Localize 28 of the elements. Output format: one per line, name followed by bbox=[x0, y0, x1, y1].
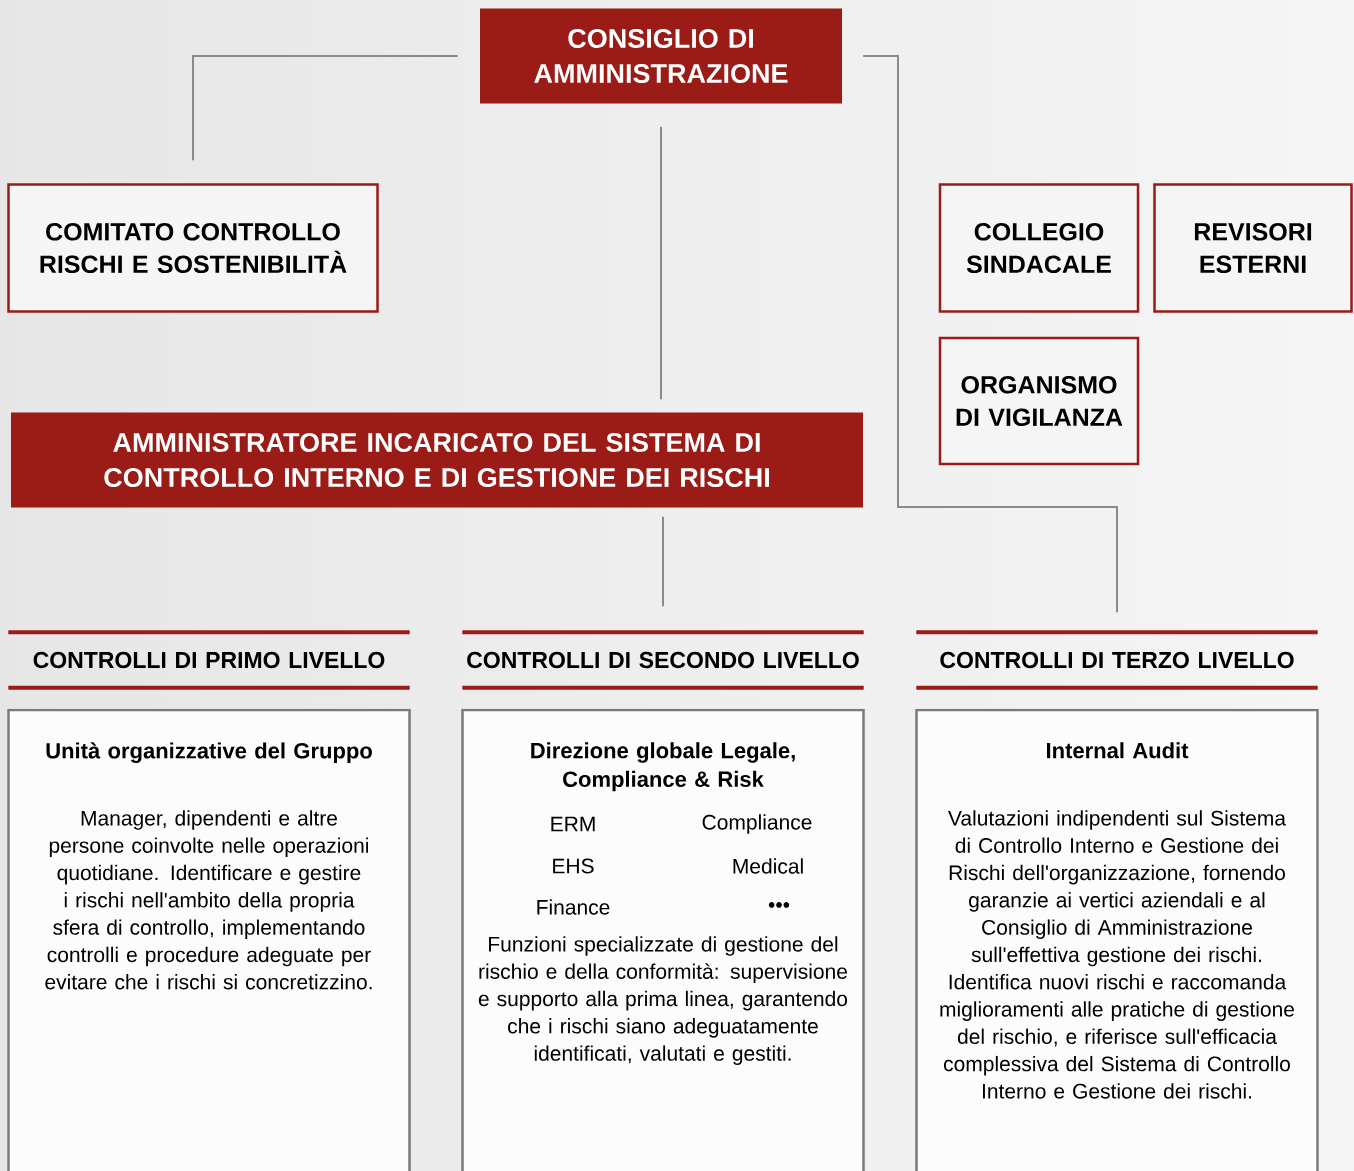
title-box: CONSIGLIO DI AMMINISTRAZIONE bbox=[480, 8, 842, 104]
level-header: CONTROLLI DI SECONDO LIVELLO bbox=[462, 630, 864, 690]
panel bbox=[461, 708, 865, 1171]
function-label: EHS bbox=[553, 858, 594, 874]
connector-line bbox=[862, 55, 1118, 614]
level-header: CONTROLLI DI PRIMO LIVELLO bbox=[8, 630, 410, 690]
description-text: Valutazioni indipendenti sul Sistema di Controllo Interno e Gestione dei Rischi dell'organizzazione, fornendo garanzie ai vertici aziendali e al Consiglio di Amministrazione sull'effettiva gestione dei rischi. Identifica nuovi rischi e raccomanda miglioramenti alle pratiche di gestione del rischio, e riferisce sull'efficacia complessiva del Sistema di Controllo Interno e Gestione dei rischi. bbox=[940, 810, 1294, 1099]
panel-heading: Internal Audit bbox=[1047, 742, 1189, 759]
function-label: ••• bbox=[768, 902, 790, 908]
committee-box: ORGANISMO DI VIGILANZA bbox=[938, 336, 1140, 466]
function-label: Medical bbox=[733, 858, 803, 874]
committee-box: REVISORI ESTERNI bbox=[1153, 183, 1353, 313]
description-text: Manager, dipendenti e altre persone coinvolte nelle operazioni quotidiane. Identificare e gestire i rischi nell'ambito della propria sfera di controllo, implementando controlli e procedure adeguate per evitare che i rischi si concretizzino. bbox=[45, 810, 372, 990]
connector-line bbox=[660, 125, 662, 401]
committee-box: COMITATO CONTROLLO RISCHI E SOSTENIBILITÀ bbox=[7, 183, 379, 313]
panel bbox=[7, 708, 411, 1171]
title-box: AMMINISTRATORE INCARICATO DEL SISTEMA DI CONTROLLO INTERNO E DI GESTIONE DEI RISCHI bbox=[11, 412, 863, 508]
panel-heading: Direzione globale Legale, Compliance & Risk bbox=[531, 742, 795, 792]
function-label: Finance bbox=[537, 899, 610, 915]
function-label: ERM bbox=[551, 816, 595, 832]
function-label: Compliance bbox=[702, 814, 812, 834]
panel-heading: Unità organizzative del Gruppo bbox=[46, 742, 372, 763]
panel bbox=[915, 708, 1319, 1171]
committee-box: COLLEGIO SINDACALE bbox=[938, 183, 1140, 313]
connector-line bbox=[662, 515, 664, 608]
level-header: CONTROLLI DI TERZO LIVELLO bbox=[916, 630, 1318, 690]
connector-line bbox=[192, 55, 459, 162]
description-text: Funzioni specializzate di gestione del rischio e della conformità: supervisione e supporto alla prima linea, garantendo che i rischi siano adeguatamente identificati, valutati e gestiti. bbox=[478, 936, 848, 1065]
